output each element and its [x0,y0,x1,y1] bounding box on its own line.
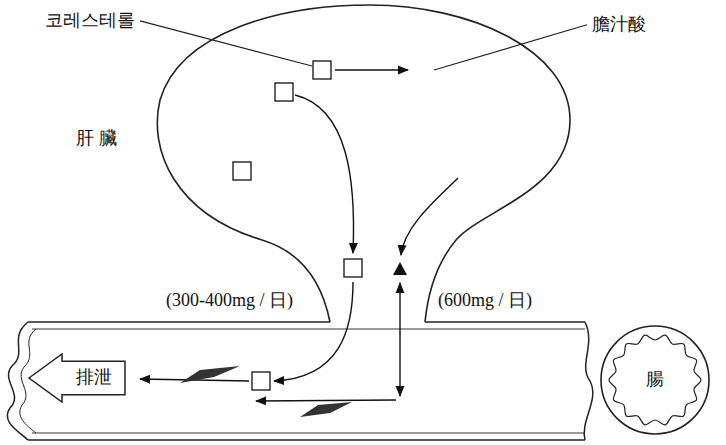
flow-swoosh [180,366,352,417]
intestine-wall [601,326,709,434]
leader-line [434,25,587,70]
organ-name: 肝 臟 [76,128,117,150]
intestine-tube [7,322,593,440]
node-text: 腸 [646,369,664,391]
callout-label: 膽汁酸 [592,14,646,36]
amount-label: (600mg / 日) [438,290,532,312]
callout-label: 코레스테롤 [45,10,135,32]
node-body: 腸 [646,369,664,391]
node-body: 排泄 [76,367,112,389]
intestine-mucosa [609,335,701,425]
bile-acid-triangle [393,262,407,275]
arrow-shape [29,354,125,402]
flow-arrow [140,70,458,401]
excretion-arrow: 排泄 [28,353,126,403]
liver-outline [157,5,570,322]
cholesterol-square [233,61,362,390]
leader-line [140,21,312,66]
node-text: 排泄 [76,367,112,389]
intestine-section: 腸 [599,324,711,436]
amount-label: (300-400mg / 日) [166,290,293,312]
